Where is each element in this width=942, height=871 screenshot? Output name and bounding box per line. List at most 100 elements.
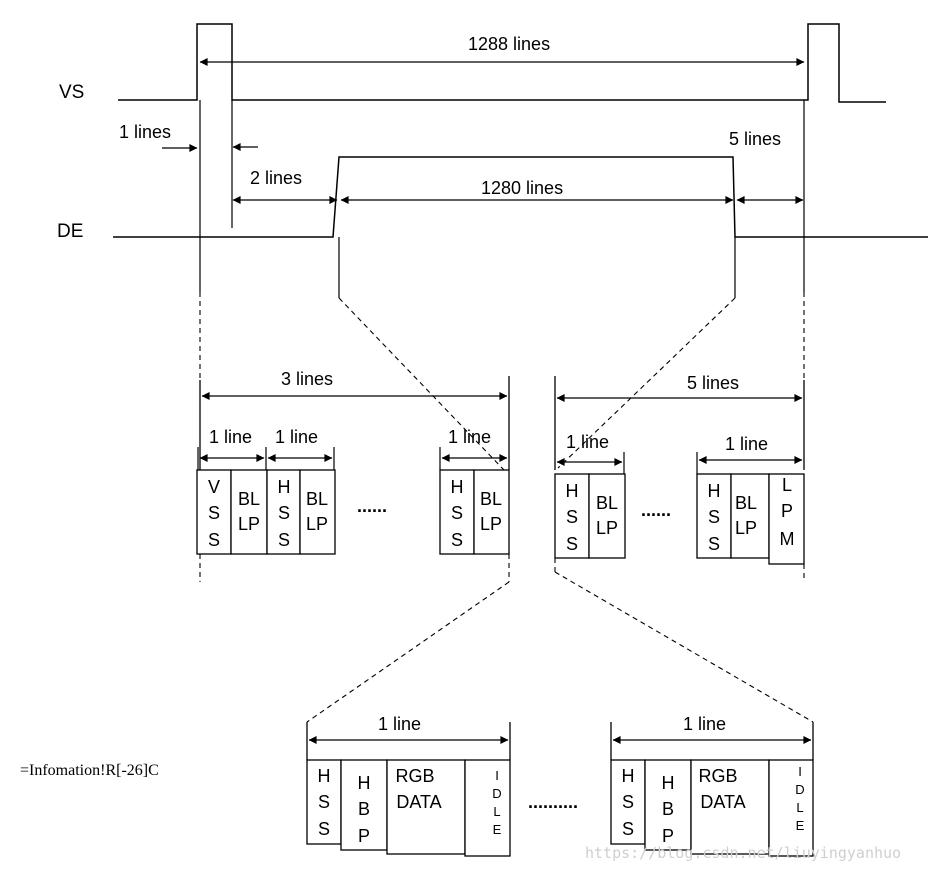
svg-text:P: P bbox=[358, 826, 370, 846]
svg-text:L: L bbox=[796, 800, 803, 815]
svg-text:V: V bbox=[208, 477, 220, 497]
svg-text:LP: LP bbox=[480, 514, 502, 534]
svg-text:S: S bbox=[708, 534, 720, 554]
svg-text:S: S bbox=[566, 507, 578, 527]
front-porch-label: 5 lines bbox=[729, 129, 781, 149]
svg-text:H: H bbox=[708, 481, 721, 501]
svg-text:L: L bbox=[493, 804, 500, 819]
hss-box-1 bbox=[266, 469, 301, 555]
active-lines-label: 1280 lines bbox=[481, 178, 563, 198]
bottom-dimension-arrows bbox=[306, 722, 814, 760]
svg-text:BL: BL bbox=[596, 493, 618, 513]
svg-text:BL: BL bbox=[238, 489, 260, 509]
svg-text:RGB: RGB bbox=[698, 766, 737, 786]
svg-text:DATA: DATA bbox=[396, 792, 441, 812]
svg-text:I: I bbox=[495, 768, 499, 783]
bottom-hss-box-1 bbox=[306, 759, 342, 845]
de-label: DE bbox=[57, 221, 83, 242]
middle-spans bbox=[199, 376, 805, 470]
bottom-idle-box-2 bbox=[768, 759, 814, 857]
lpm-box bbox=[768, 473, 805, 565]
svg-text:S: S bbox=[318, 792, 330, 812]
line-label-5: 1 line bbox=[725, 434, 768, 454]
vs-label: VS bbox=[59, 82, 84, 103]
formula-text: =Infomation!R[-26]C bbox=[20, 762, 159, 779]
total-lines-label: 1288 lines bbox=[468, 34, 550, 54]
dimension-arrows-top bbox=[162, 58, 805, 204]
de-waveform bbox=[113, 156, 928, 238]
hss-box-2 bbox=[439, 469, 475, 555]
zoom-lines-top bbox=[199, 292, 805, 471]
bottom-hbp-box-2 bbox=[644, 759, 692, 851]
svg-text:S: S bbox=[208, 503, 220, 523]
bottom-ellipsis: .......... bbox=[528, 792, 578, 812]
svg-text:LP: LP bbox=[306, 514, 328, 534]
svg-text:S: S bbox=[451, 530, 463, 550]
svg-text:H: H bbox=[622, 766, 635, 786]
svg-text:S: S bbox=[208, 530, 220, 550]
svg-text:L: L bbox=[782, 475, 792, 495]
svg-text:S: S bbox=[318, 819, 330, 839]
svg-text:LP: LP bbox=[735, 518, 757, 538]
blanking-box-4 bbox=[588, 473, 626, 559]
left-span-label: 3 lines bbox=[281, 369, 333, 389]
svg-text:BL: BL bbox=[480, 489, 502, 509]
hss-box-3 bbox=[554, 473, 590, 559]
blanking-box-3 bbox=[473, 469, 510, 555]
svg-text:BL: BL bbox=[735, 493, 757, 513]
blanking-box-5 bbox=[730, 473, 770, 559]
svg-text:S: S bbox=[708, 507, 720, 527]
svg-text:P: P bbox=[662, 826, 674, 846]
vs-waveform bbox=[118, 23, 886, 103]
svg-text:H: H bbox=[566, 481, 579, 501]
bottom-idle-box-1 bbox=[464, 759, 511, 857]
svg-text:B: B bbox=[358, 799, 370, 819]
svg-text:D: D bbox=[492, 786, 501, 801]
svg-text:H: H bbox=[451, 477, 464, 497]
svg-text:H: H bbox=[318, 766, 331, 786]
svg-text:B: B bbox=[662, 799, 674, 819]
svg-text:S: S bbox=[622, 792, 634, 812]
svg-text:BL: BL bbox=[306, 489, 328, 509]
timing-verticals bbox=[199, 100, 805, 298]
middle-line-arrows bbox=[197, 447, 803, 474]
watermark: https://blog.csdn.net/liuyingyanhuo bbox=[585, 844, 901, 862]
svg-text:P: P bbox=[781, 501, 793, 521]
line-label-1: 1 line bbox=[209, 427, 252, 447]
svg-text:M: M bbox=[780, 529, 795, 549]
line-label-4: 1 line bbox=[566, 432, 609, 452]
svg-text:S: S bbox=[622, 819, 634, 839]
vs-width-label: 1 lines bbox=[119, 122, 171, 142]
blanking-box-1 bbox=[230, 469, 268, 555]
bottom-rgb-box-1 bbox=[386, 759, 466, 855]
line-label-2: 1 line bbox=[275, 427, 318, 447]
svg-text:E: E bbox=[796, 818, 805, 833]
svg-text:S: S bbox=[451, 503, 463, 523]
svg-text:S: S bbox=[278, 530, 290, 550]
right-span-label: 5 lines bbox=[687, 373, 739, 393]
middle-box-labels: V S S BL LP H S S BL LP H S S BL LP H S … bbox=[208, 475, 795, 554]
bottom-line-label-2: 1 line bbox=[683, 714, 726, 734]
middle-ellipsis-2: ...... bbox=[641, 500, 671, 520]
svg-text:LP: LP bbox=[238, 514, 260, 534]
svg-text:I: I bbox=[798, 764, 802, 779]
svg-text:LP: LP bbox=[596, 518, 618, 538]
svg-text:H: H bbox=[358, 773, 371, 793]
back-porch-label: 2 lines bbox=[250, 168, 302, 188]
bottom-boxes bbox=[306, 759, 814, 857]
svg-text:S: S bbox=[566, 534, 578, 554]
vss-box bbox=[196, 469, 232, 555]
middle-boxes bbox=[196, 469, 805, 565]
svg-text:RGB: RGB bbox=[395, 766, 434, 786]
zoom-lines-bottom bbox=[199, 554, 814, 723]
svg-text:E: E bbox=[493, 822, 502, 837]
bottom-line-label-1: 1 line bbox=[378, 714, 421, 734]
svg-text:H: H bbox=[278, 477, 291, 497]
bottom-box-labels: H S S H B P RGB DATA I D L E H S S H B P… bbox=[318, 764, 805, 846]
svg-text:S: S bbox=[278, 503, 290, 523]
bottom-hbp-box-1 bbox=[340, 759, 388, 851]
line-label-3: 1 line bbox=[448, 427, 491, 447]
svg-text:H: H bbox=[662, 773, 675, 793]
svg-text:D: D bbox=[795, 782, 804, 797]
